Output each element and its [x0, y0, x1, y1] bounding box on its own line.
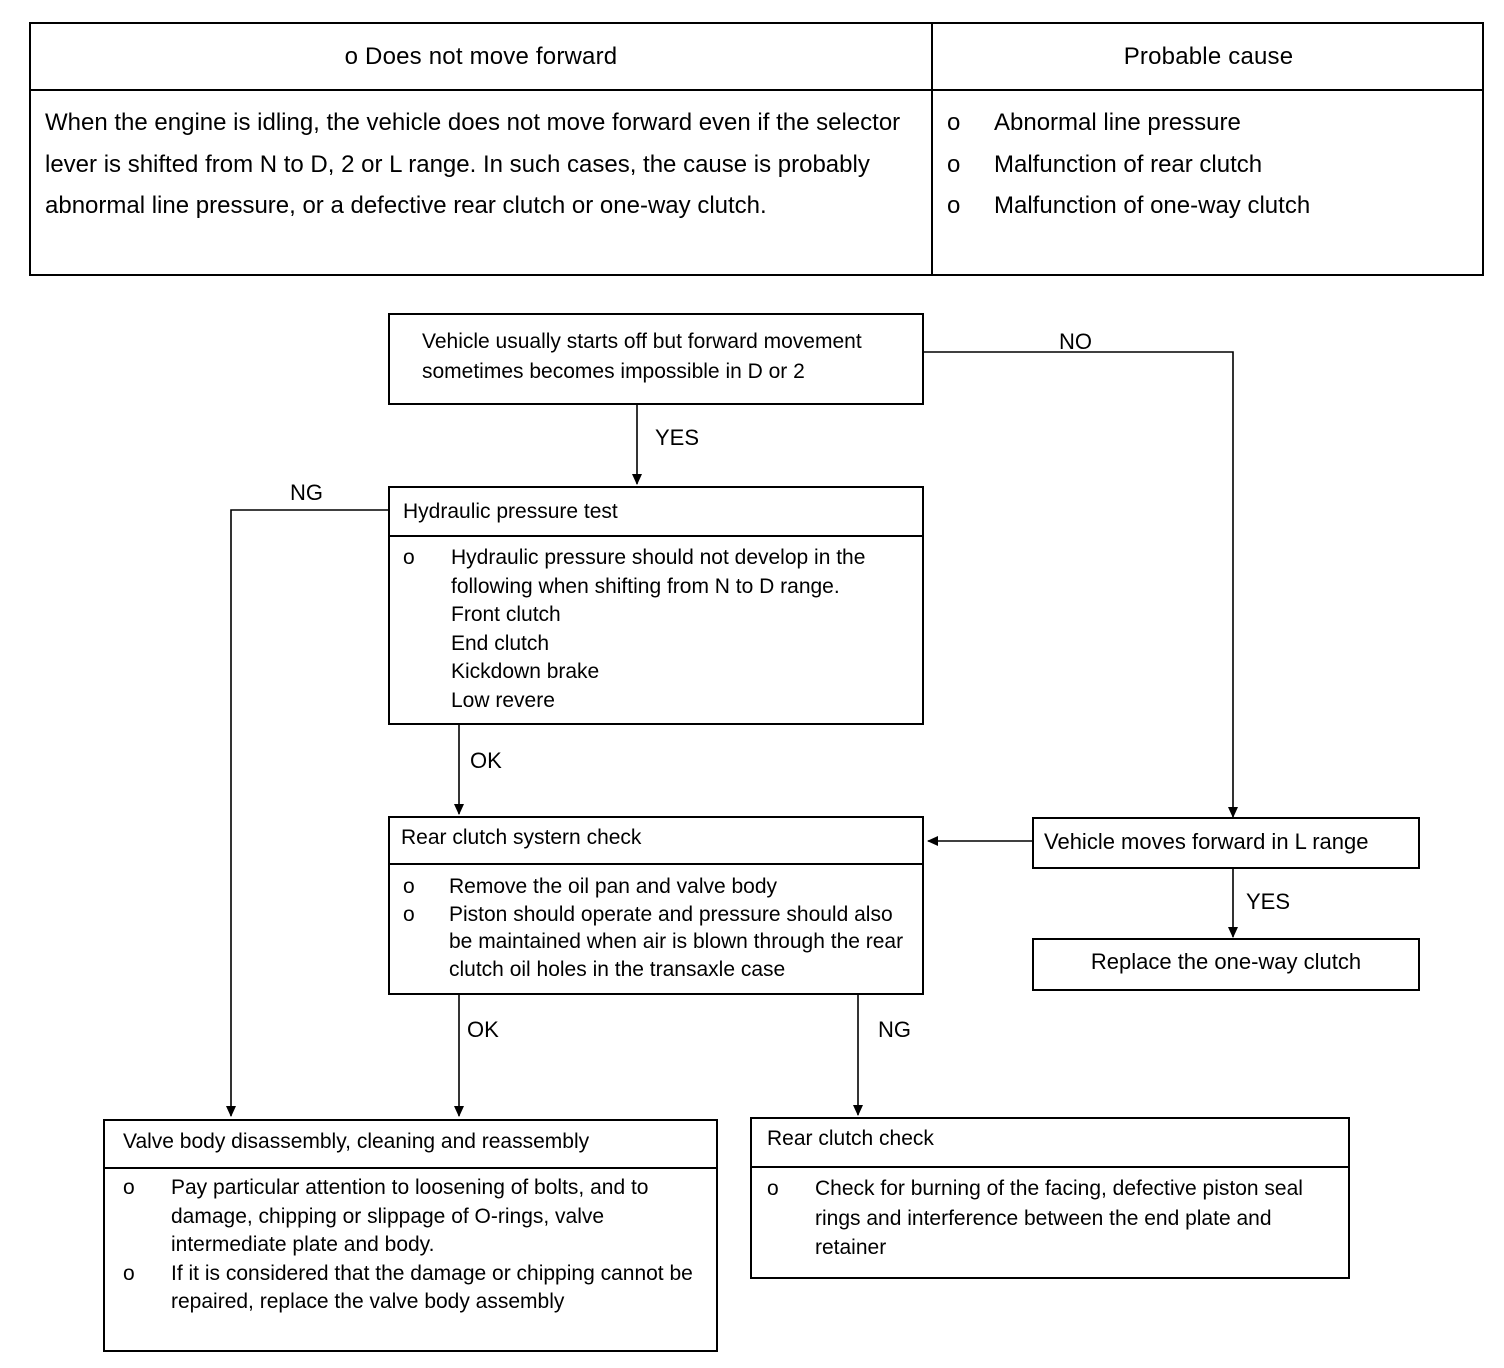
box-divider: [390, 535, 922, 537]
bullet-marker: o: [767, 1177, 779, 1200]
table-header-divider: [31, 89, 1482, 91]
table-column-divider: [931, 24, 933, 274]
list-item: o Piston should operate and pressure sho…: [403, 901, 915, 984]
rear-clutch-check-list: o Check for burning of the facing, defec…: [767, 1174, 1337, 1263]
rear-clutch-system-title: Rear clutch systern check: [401, 826, 642, 849]
bullet-marker: o: [947, 150, 961, 178]
symptom-title: o Does not move forward: [344, 43, 618, 70]
bullet-marker: o: [947, 192, 961, 219]
arrow-hydraulic-ng: [226, 509, 389, 1117]
list-item: o Hydraulic pressure should not develop …: [403, 544, 913, 601]
cause-text: Malfunction of one-way clutch: [994, 192, 1311, 219]
list-item: o Remove the oil pan and valve body: [403, 873, 915, 901]
box-divider: [752, 1166, 1348, 1168]
hydraulic-pressure-test-box: Hydraulic pressure test o Hydraulic pres…: [388, 486, 924, 725]
valve-body-box: Valve body disassembly, cleaning and rea…: [103, 1119, 718, 1352]
bullet-marker: o: [403, 546, 415, 569]
list-item: o Check for burning of the facing, defec…: [767, 1174, 1337, 1263]
label-ng-hydraulic: NG: [290, 480, 323, 505]
bullet-marker: o: [123, 1261, 135, 1285]
label-ng-rear: NG: [878, 1017, 911, 1042]
bullet-marker: o: [403, 875, 415, 898]
l-range-text: Vehicle moves forward in L range: [1044, 829, 1369, 854]
sub-item: Low revere: [451, 688, 555, 712]
label-yes-lrange: YES: [1246, 889, 1291, 914]
cause-text: Abnormal line pressure: [994, 109, 1241, 136]
list-item-text: Pay particular attention to loosening of…: [171, 1176, 649, 1256]
start-condition-box: Vehicle usually starts off but forward m…: [388, 313, 924, 405]
bullet-marker: o: [947, 109, 961, 136]
cause-text: Malfunction of rear clutch: [994, 150, 1263, 178]
rear-clutch-check-box: Rear clutch check o Check for burning of…: [750, 1117, 1350, 1279]
list-item-text: Check for burning of the facing, defecti…: [815, 1177, 1303, 1259]
arrow-start-no: [923, 351, 1238, 818]
cause-item: o Malfunction of rear clutch: [947, 144, 1467, 186]
symptom-table: o Does not move forward Probable cause W…: [29, 22, 1484, 276]
replace-one-way-clutch-text: Replace the one-way clutch: [1090, 949, 1362, 974]
list-item-text: If it is considered that the damage or c…: [171, 1261, 693, 1314]
l-range-box: Vehicle moves forward in L range: [1032, 817, 1420, 869]
sub-item: End clutch: [451, 631, 550, 655]
list-item: o Pay particular attention to loosening …: [123, 1174, 708, 1260]
replace-one-way-clutch-box: Replace the one-way clutch: [1032, 938, 1420, 991]
hydraulic-test-title: Hydraulic pressure test: [403, 500, 618, 523]
label-ok-hydraulic: OK: [470, 748, 502, 773]
valve-body-title: Valve body disassembly, cleaning and rea…: [123, 1130, 590, 1153]
box-divider: [105, 1167, 716, 1169]
list-item: o If it is considered that the damage or…: [123, 1260, 708, 1317]
sub-item: Front clutch: [451, 603, 561, 626]
list-item-text: Hydraulic pressure should not develop in…: [451, 546, 866, 598]
rear-clutch-check-title: Rear clutch check: [767, 1127, 934, 1150]
probable-cause-title: Probable cause: [1123, 43, 1294, 70]
list-item-text: Remove the oil pan and valve body: [449, 875, 778, 898]
sub-item: Kickdown brake: [451, 660, 600, 683]
start-condition-text: Vehicle usually starts off but forward m…: [422, 330, 862, 383]
list-item-text: Piston should operate and pressure shoul…: [449, 902, 904, 981]
rear-clutch-system-list: o Remove the oil pan and valve body o Pi…: [403, 873, 915, 983]
bullet-marker: o: [123, 1176, 135, 1199]
bullet-marker: o: [403, 902, 415, 926]
symptom-description: When the engine is idling, the vehicle d…: [45, 109, 901, 219]
valve-body-list: o Pay particular attention to loosening …: [123, 1174, 708, 1317]
box-divider: [390, 863, 922, 865]
hydraulic-test-list: o Hydraulic pressure should not develop …: [403, 544, 913, 715]
label-ok-rear: OK: [467, 1017, 499, 1042]
cause-item: o Abnormal line pressure: [947, 102, 1467, 144]
cause-item: o Malfunction of one-way clutch: [947, 185, 1467, 227]
rear-clutch-system-check-box: Rear clutch systern check o Remove the o…: [388, 816, 924, 995]
label-no: NO: [1059, 329, 1092, 354]
label-yes-start: YES: [655, 425, 700, 450]
